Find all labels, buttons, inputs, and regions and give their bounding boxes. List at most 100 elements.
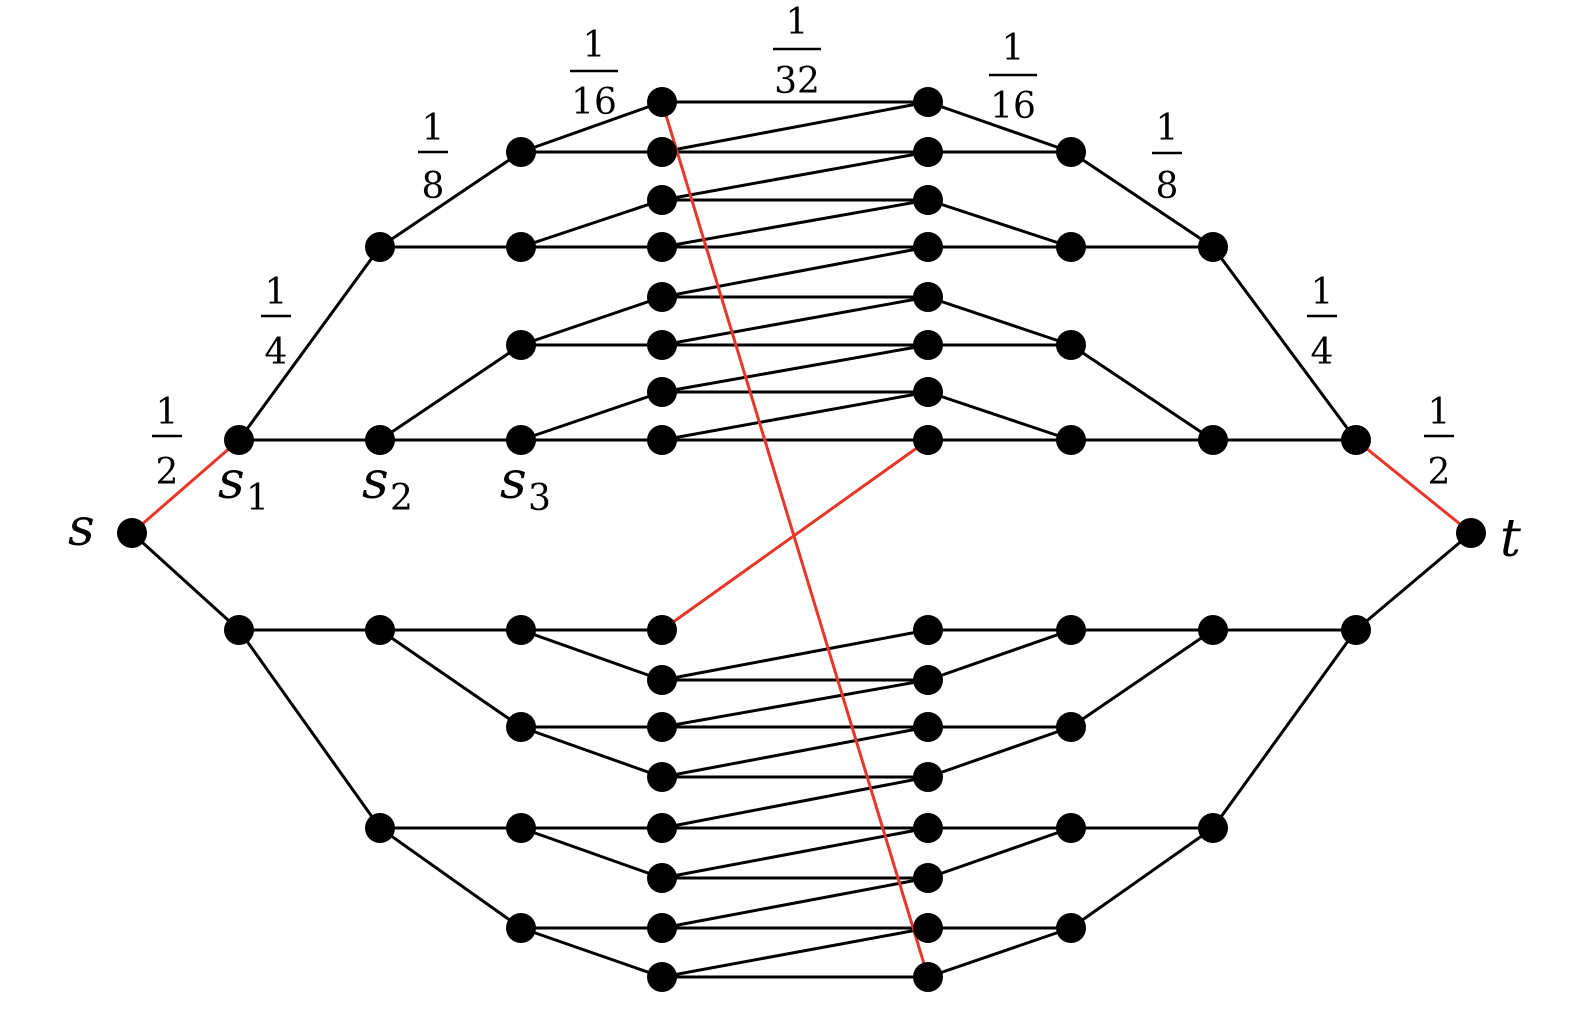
nodes xyxy=(117,87,1486,992)
graph-node xyxy=(1056,712,1086,742)
graph-node xyxy=(913,615,943,645)
fraction-numerator: 1 xyxy=(1002,28,1025,69)
graph-edge xyxy=(661,775,929,830)
graph-node xyxy=(913,330,943,360)
graph-node xyxy=(1198,425,1228,455)
graph-node xyxy=(506,330,536,360)
graph-edge xyxy=(520,628,663,682)
s1-label-base: s xyxy=(218,451,245,511)
fraction-numerator: 1 xyxy=(156,392,179,433)
graph-node xyxy=(365,813,395,843)
graph-node xyxy=(365,232,395,262)
graph-edge xyxy=(927,390,1072,442)
graph-node xyxy=(506,615,536,645)
highlighted-edge xyxy=(131,438,240,535)
graph-node xyxy=(1056,137,1086,167)
graph-edge xyxy=(661,198,929,249)
graph-edge xyxy=(379,150,522,249)
graph-node xyxy=(647,282,677,312)
graph-edge xyxy=(1070,826,1214,930)
graph-edge xyxy=(661,245,929,299)
graph-edge xyxy=(927,100,1072,154)
graph-edge xyxy=(661,295,929,347)
graph-edge xyxy=(661,876,929,930)
graph-node xyxy=(647,377,677,407)
graph-edge xyxy=(927,926,1072,979)
graph-edge xyxy=(661,725,929,779)
fraction-numerator: 1 xyxy=(786,2,809,43)
graph-edge xyxy=(237,629,382,829)
graph-node xyxy=(1056,813,1086,843)
graph-node xyxy=(913,377,943,407)
graph-node xyxy=(506,137,536,167)
fraction-denominator: 4 xyxy=(1311,332,1334,373)
graph-edge xyxy=(927,198,1072,249)
graph-node xyxy=(365,615,395,645)
fraction-right-half: 1 2 xyxy=(1424,392,1454,493)
graph-edge xyxy=(661,826,929,880)
graph-node xyxy=(647,330,677,360)
graph-edge xyxy=(520,198,663,249)
graph-edge xyxy=(379,343,522,442)
fraction-denominator: 16 xyxy=(571,82,617,123)
graph-node xyxy=(647,712,677,742)
s3-label-base: s xyxy=(500,451,527,511)
edges xyxy=(130,100,1472,979)
graph-edge xyxy=(661,343,929,394)
fraction-middle: 1 32 xyxy=(773,2,821,102)
graph-node xyxy=(913,282,943,312)
graph-node xyxy=(913,813,943,843)
graph-node xyxy=(1056,425,1086,455)
graph-node xyxy=(1341,615,1371,645)
graph-node xyxy=(647,762,677,792)
graph-node xyxy=(1198,232,1228,262)
graph-node xyxy=(913,185,943,215)
graph-node xyxy=(1341,425,1371,455)
graph-edge xyxy=(130,531,241,632)
graph-node xyxy=(506,913,536,943)
fraction-numerator: 1 xyxy=(583,25,606,66)
graph-node xyxy=(647,137,677,167)
fraction-numerator: 1 xyxy=(265,272,288,313)
s2-label-sub: 2 xyxy=(390,478,413,519)
graph-node xyxy=(913,762,943,792)
s3-label-sub: 3 xyxy=(528,478,551,519)
graph-edge xyxy=(520,100,663,154)
graph-edge xyxy=(1070,150,1214,249)
graph-node xyxy=(913,665,943,695)
graph-edge xyxy=(379,826,522,930)
fraction-left-eighth: 1 8 xyxy=(418,108,448,207)
graph-edge xyxy=(1211,246,1358,441)
graph-node xyxy=(913,425,943,455)
fraction-denominator: 2 xyxy=(156,452,179,493)
graph-edge xyxy=(237,246,382,441)
fraction-right-eighth: 1 8 xyxy=(1152,108,1182,207)
graph-edge xyxy=(927,725,1072,779)
fraction-right-quarter: 1 4 xyxy=(1307,272,1337,373)
graph-node xyxy=(506,232,536,262)
graph-node xyxy=(1056,913,1086,943)
s3-label: s 3 xyxy=(500,451,551,519)
fraction-left-quarter: 1 4 xyxy=(261,272,291,373)
fraction-denominator: 2 xyxy=(1428,452,1451,493)
graph-edge xyxy=(661,678,929,729)
graph-node xyxy=(913,712,943,742)
graph-edge xyxy=(927,295,1072,347)
fraction-denominator: 8 xyxy=(422,166,445,207)
fraction-numerator: 1 xyxy=(422,108,445,149)
graph-node xyxy=(647,813,677,843)
graph-edge xyxy=(379,628,522,729)
graph-edge xyxy=(520,926,663,979)
highlighted-edge xyxy=(660,101,930,978)
graph-edge xyxy=(520,826,663,880)
graph-node xyxy=(224,425,254,455)
graph-node xyxy=(647,232,677,262)
s2-label: s 2 xyxy=(362,451,413,519)
graph-edge xyxy=(661,926,929,979)
fraction-left-half: 1 2 xyxy=(152,392,182,493)
graph-node xyxy=(506,425,536,455)
graph-node xyxy=(913,87,943,117)
graph-node xyxy=(913,863,943,893)
graph-node xyxy=(224,615,254,645)
